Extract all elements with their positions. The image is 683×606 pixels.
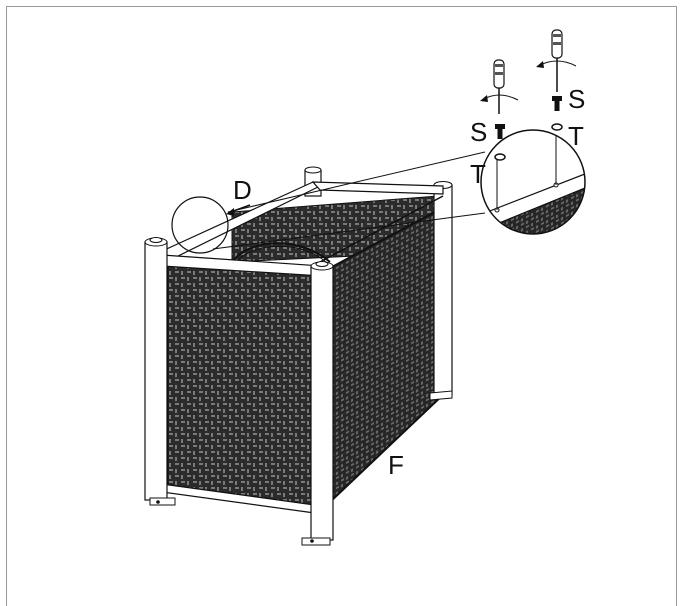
side-panel-f (329, 204, 447, 504)
screw-right-icon (552, 96, 562, 111)
screw-left-icon (495, 124, 505, 139)
label-t-right: T (568, 121, 584, 151)
callout-circle-d (171, 151, 486, 254)
label-s-left: S (470, 117, 487, 147)
screwdriver-left-icon (480, 59, 519, 114)
label-f: F (388, 450, 404, 480)
screwdriver-right-icon (536, 29, 577, 92)
front-panel (161, 254, 323, 515)
washer-left-icon (494, 153, 506, 161)
front-right-post (301, 261, 334, 546)
assembly-diagram: D F S T S T (144, 29, 586, 546)
label-t-left: T (470, 159, 486, 189)
label-d: D (233, 175, 252, 205)
washer-right-icon (551, 123, 563, 131)
back-right-post (429, 181, 453, 401)
front-left-post (144, 237, 176, 506)
page-frame (6, 6, 677, 606)
label-s-right: S (568, 84, 585, 114)
